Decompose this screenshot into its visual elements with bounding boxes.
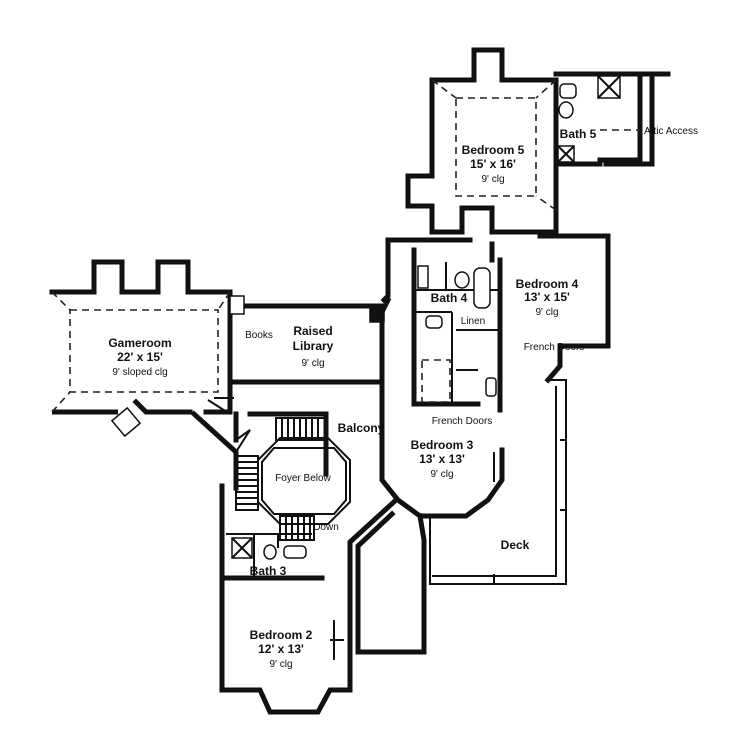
bedroom5-dims: 15' x 16' bbox=[470, 157, 516, 171]
linen-label: Linen bbox=[461, 316, 485, 327]
fireplace-icon bbox=[369, 307, 385, 323]
books-label: Books bbox=[245, 330, 273, 341]
bedroom2-ceiling: 9' clg bbox=[269, 659, 292, 670]
bedroom4-ceiling: 9' clg bbox=[535, 307, 558, 318]
fireplace-icon bbox=[110, 406, 142, 438]
bedroom4-dims: 13' x 15' bbox=[524, 290, 570, 304]
bath4-name: Bath 4 bbox=[431, 291, 468, 305]
library-name-2: Library bbox=[293, 339, 334, 353]
dashed-lines bbox=[51, 79, 640, 413]
library-ceiling: 9' clg bbox=[301, 358, 324, 369]
gameroom-name: Gameroom bbox=[108, 336, 171, 350]
foyer-octagon bbox=[257, 437, 351, 525]
bedroom4-name: Bedroom 4 bbox=[516, 277, 579, 291]
sink-icon bbox=[425, 315, 443, 329]
gameroom-ceiling: 9' sloped clg bbox=[112, 367, 167, 378]
bath5-walls bbox=[553, 71, 643, 167]
toilet-icon bbox=[558, 101, 574, 119]
deck-railing bbox=[429, 379, 567, 585]
bedroom2-name: Bedroom 2 bbox=[250, 628, 313, 642]
sink-icon bbox=[283, 545, 307, 559]
toilet-icon bbox=[263, 544, 277, 560]
library-walls bbox=[227, 303, 385, 385]
balcony-label: Balcony bbox=[338, 421, 385, 435]
bedroom3-dims: 13' x 13' bbox=[419, 452, 465, 466]
down-label: Down bbox=[313, 522, 339, 533]
hall-walls bbox=[379, 237, 481, 407]
deck-railing-inner bbox=[432, 386, 557, 577]
labels: Bedroom 5 15' x 16' 9' clg Bath 5 Attic … bbox=[108, 126, 698, 670]
bedroom5-ceiling: 9' clg bbox=[481, 174, 504, 185]
exterior-walls bbox=[49, 47, 671, 715]
attic-walls bbox=[553, 71, 671, 203]
bedroom2-walls bbox=[219, 483, 353, 715]
bedroom2-dims: 12' x 13' bbox=[258, 642, 304, 656]
bath4-walls bbox=[414, 262, 500, 404]
deck-label: Deck bbox=[501, 538, 530, 552]
tub-icon bbox=[473, 267, 491, 309]
bedroom3-name: Bedroom 3 bbox=[411, 438, 474, 452]
sink-icon bbox=[417, 265, 429, 289]
bath5-name: Bath 5 bbox=[560, 127, 597, 141]
bedroom5-walls bbox=[405, 47, 559, 235]
bedroom5-name: Bedroom 5 bbox=[462, 143, 525, 157]
foyer-label: Foyer Below bbox=[275, 473, 331, 484]
fixtures bbox=[110, 75, 621, 660]
fireplace-icon bbox=[229, 295, 245, 315]
french-doors-label: French Doors bbox=[432, 416, 493, 427]
bath3-name: Bath 3 bbox=[250, 564, 287, 578]
bath4-outer bbox=[489, 241, 503, 413]
toilet-icon bbox=[454, 271, 470, 289]
french-doors-label: French Doors bbox=[524, 342, 585, 353]
bedroom3-walls bbox=[379, 379, 505, 519]
bedroom4-walls bbox=[499, 229, 611, 384]
bedroom3-ceiling: 9' clg bbox=[430, 469, 453, 480]
stairs bbox=[207, 397, 351, 541]
sink-icon bbox=[559, 83, 577, 99]
attic-name: Attic Access bbox=[644, 126, 698, 137]
sink-icon bbox=[485, 377, 497, 397]
gameroom-dims: 22' x 15' bbox=[117, 350, 163, 364]
library-name: Raised bbox=[293, 324, 332, 338]
